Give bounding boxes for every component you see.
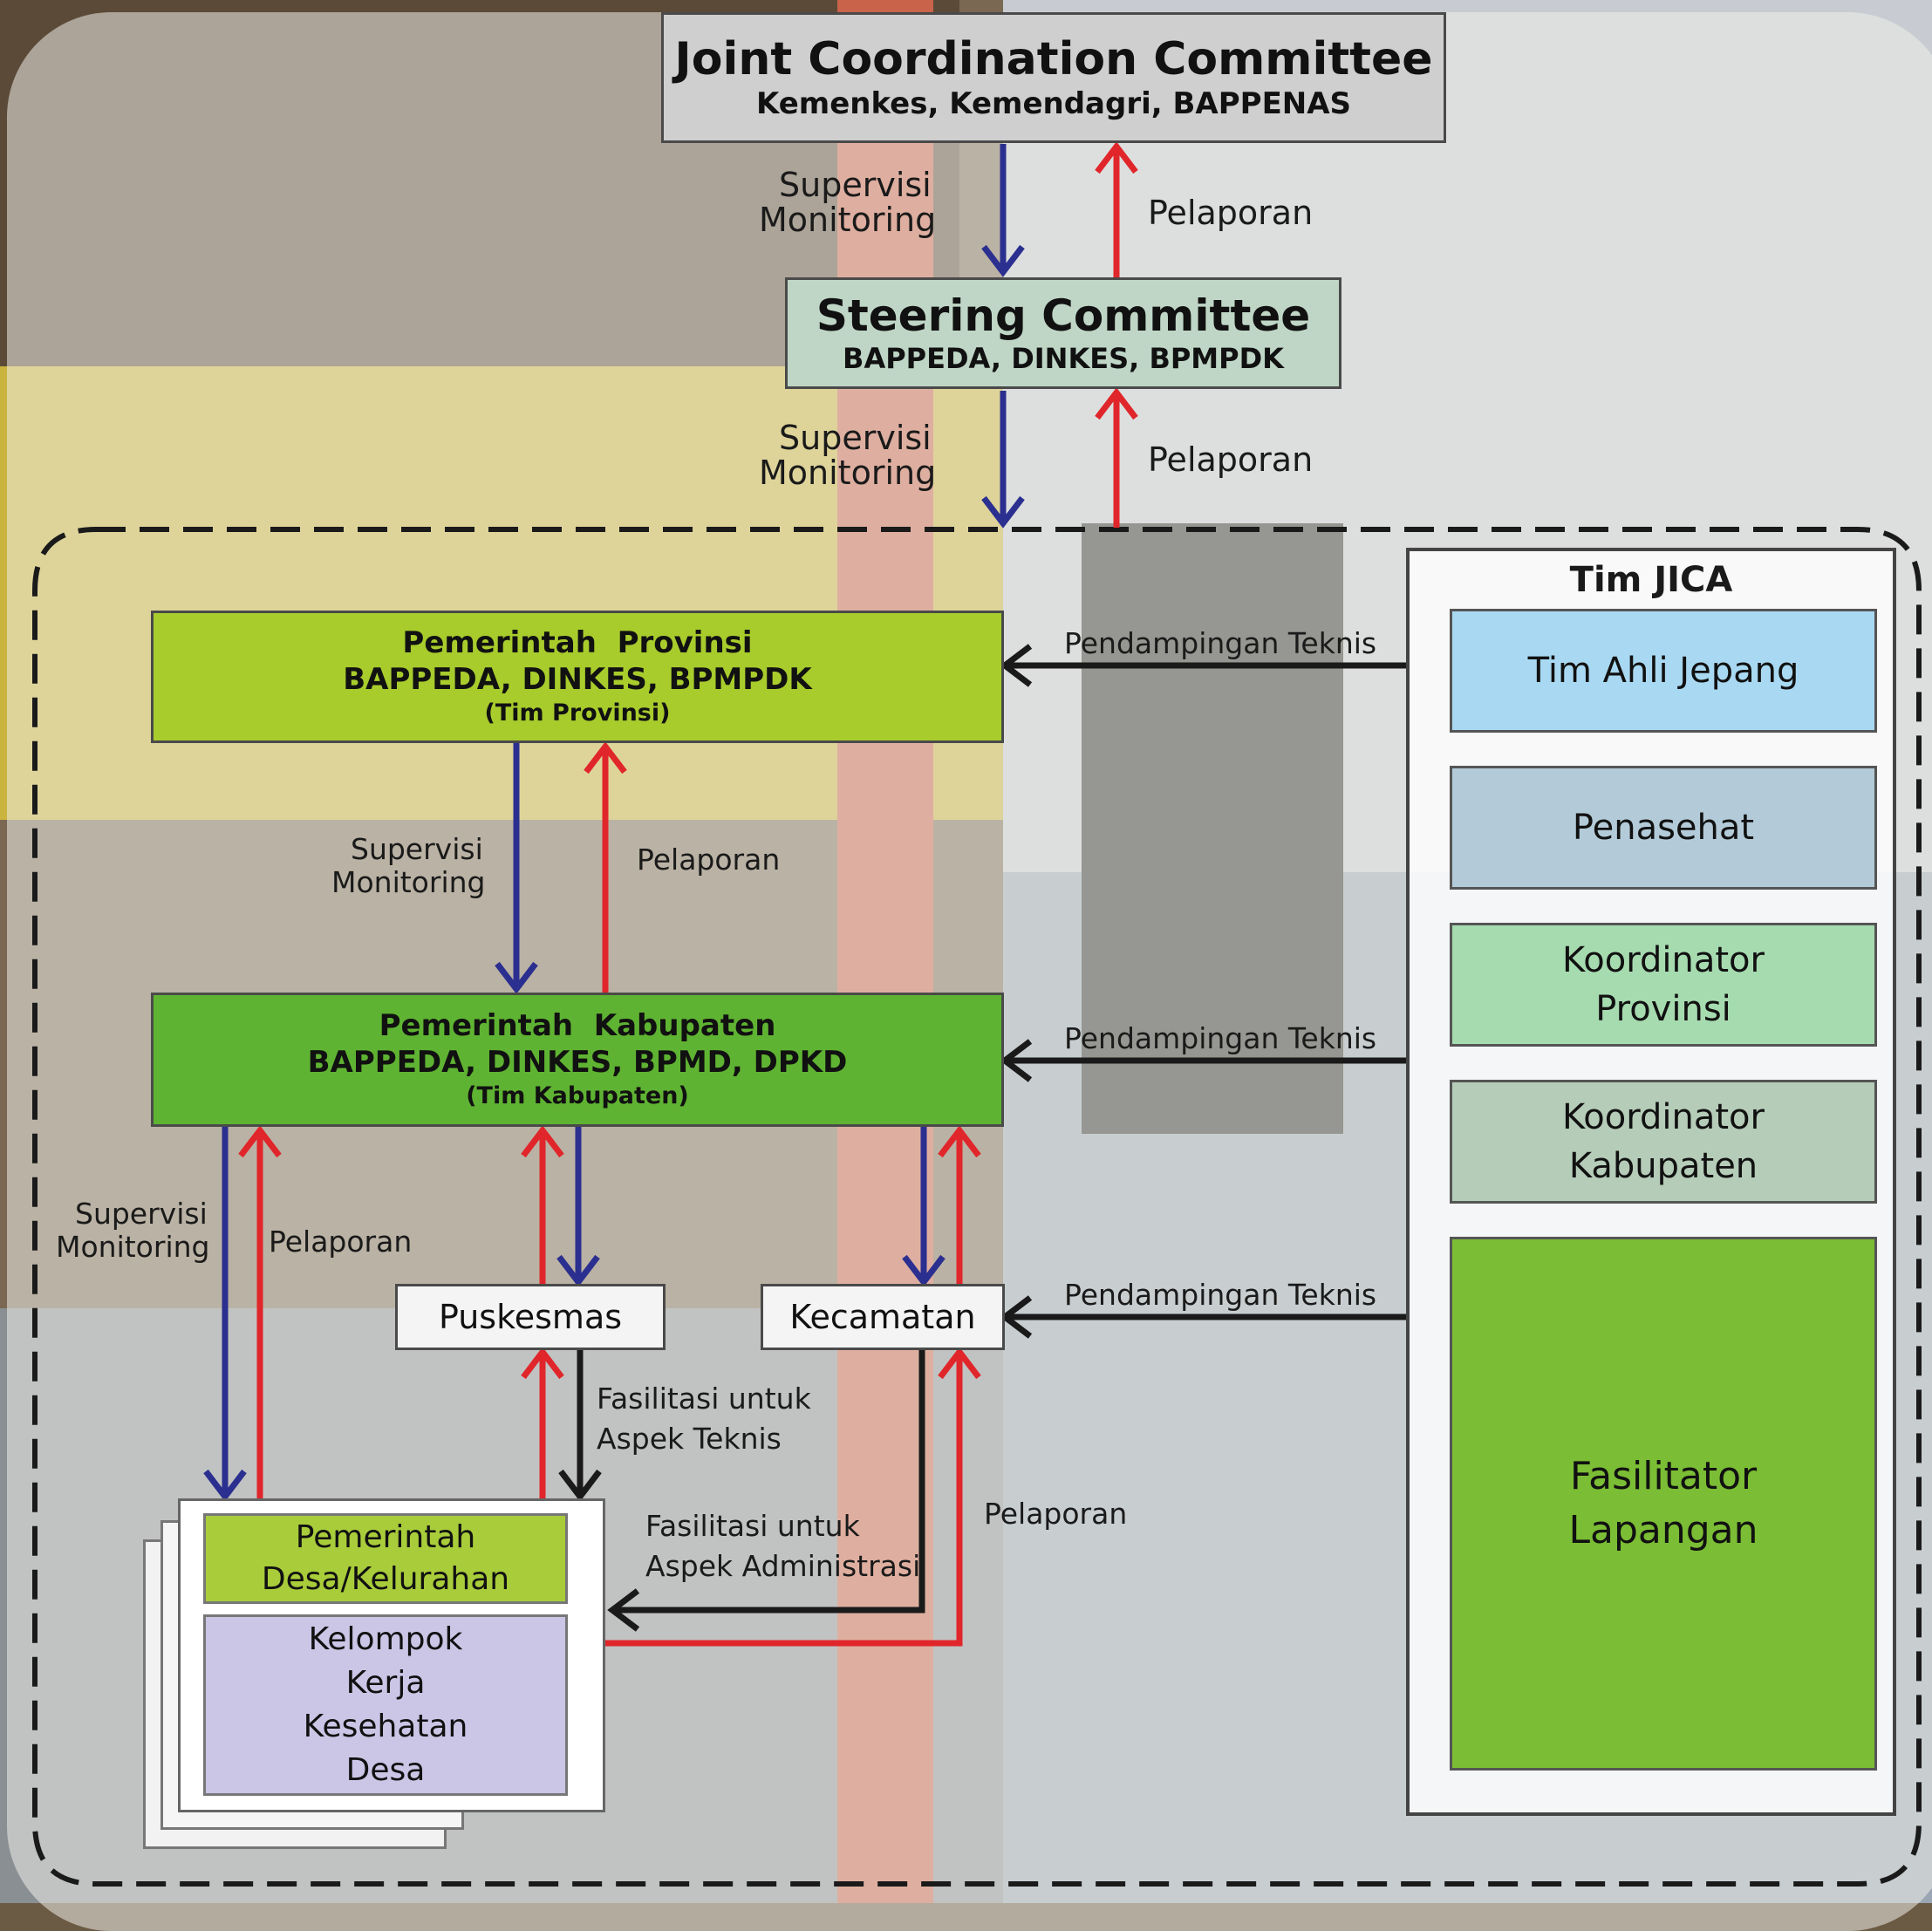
tim-jica-title: Tim JICA: [1569, 560, 1733, 600]
jcc-title: Joint Coordination Committee: [674, 33, 1433, 85]
label-pelaporan-1: Pelaporan: [1148, 194, 1314, 232]
puskesmas-box: Puskesmas: [395, 1284, 666, 1350]
label-fasilitasi-teknis-1: Fasilitasi untuk: [597, 1382, 811, 1416]
fasilitator-line-1: Fasilitator: [1569, 1454, 1758, 1498]
desa-line-2: Desa/Kelurahan: [261, 1561, 510, 1597]
arrow-supervisi-kabupaten-puskesmas: [556, 1127, 600, 1287]
label-supervisi-4: Supervisi: [75, 1197, 208, 1231]
label-pelaporan-3: Pelaporan: [637, 843, 781, 877]
label-monitoring-3: Monitoring: [331, 865, 486, 899]
label-pendampingan-1: Pendampingan Teknis: [1064, 626, 1377, 660]
arrow-supervisi-kabupaten-desa: [203, 1127, 247, 1502]
arrow-pendampingan-kecamatan: [1000, 1295, 1406, 1339]
arrow-pelaporan-boundary-steering: [1095, 387, 1138, 528]
penasehat-label: Penasehat: [1572, 808, 1755, 848]
desa-line-1: Pemerintah: [295, 1519, 476, 1555]
tim-ahli-jepang: Tim Ahli Jepang: [1450, 609, 1877, 733]
arrow-pelaporan-desa-kecamatan: [605, 1347, 981, 1647]
joint-coordination-committee: Joint Coordination Committee Kemenkes, K…: [661, 12, 1446, 143]
koord-prov-line-2: Provinsi: [1595, 989, 1731, 1029]
arrow-pendampingan-provinsi: [1000, 644, 1406, 687]
arrow-pelaporan-kecamatan-kabupaten: [938, 1125, 981, 1284]
koord-kab-line-2: Kabupaten: [1568, 1146, 1758, 1186]
label-pendampingan-2: Pendampingan Teknis: [1064, 1021, 1377, 1055]
pemerintah-kabupaten: Pemerintah Kabupaten BAPPEDA, DINKES, BP…: [151, 993, 1004, 1127]
puskesmas-label: Puskesmas: [438, 1298, 623, 1336]
steering-committee: Steering Committee BAPPEDA, DINKES, BPMP…: [785, 277, 1341, 389]
kecamatan-label: Kecamatan: [789, 1298, 976, 1336]
label-fasilitasi-admin-2: Aspek Administrasi: [645, 1549, 921, 1583]
jcc-members: Kemenkes, Kemendagri, BAPPENAS: [755, 86, 1352, 121]
label-monitoring-2: Monitoring: [759, 454, 937, 492]
arrow-pelaporan-desa-kabupaten: [238, 1125, 282, 1498]
fasilitator-lapangan: Fasilitator Lapangan: [1450, 1237, 1877, 1771]
label-pelaporan-5: Pelaporan: [984, 1497, 1128, 1531]
koordinator-kabupaten: Koordinator Kabupaten: [1450, 1080, 1877, 1204]
pokja-line-1: Kelompok: [308, 1621, 463, 1657]
label-monitoring-1: Monitoring: [759, 201, 937, 239]
penasehat: Penasehat: [1450, 766, 1877, 890]
arrow-pelaporan-kabupaten-provinsi: [584, 741, 627, 993]
arrow-pelaporan-desa-puskesmas: [521, 1347, 564, 1498]
provinsi-members: BAPPEDA, DINKES, BPMPDK: [343, 662, 812, 697]
pokja-line-2: Kerja: [345, 1665, 426, 1701]
label-pelaporan-2: Pelaporan: [1148, 440, 1314, 479]
arrow-pelaporan-steering-jcc: [1095, 141, 1138, 277]
provinsi-team: (Tim Provinsi): [484, 699, 671, 727]
label-supervisi-2: Supervisi: [779, 419, 932, 457]
label-fasilitasi-admin-1: Fasilitasi untuk: [645, 1509, 860, 1543]
kecamatan-box: Kecamatan: [761, 1284, 1005, 1350]
kabupaten-members: BAPPEDA, DINKES, BPMD, DPKD: [307, 1045, 848, 1080]
koord-kab-line-1: Koordinator: [1562, 1097, 1765, 1137]
project-boundary: [32, 527, 1922, 1887]
arrow-supervisi-provinsi-kabupaten: [495, 743, 538, 994]
label-fasilitasi-teknis-2: Aspek Teknis: [597, 1422, 782, 1456]
arrow-supervisi-jcc-steering: [981, 144, 1025, 277]
arrow-supervisi-steering-boundary: [981, 391, 1025, 529]
arrow-pelaporan-puskesmas-kabupaten: [521, 1125, 564, 1284]
arrow-fasilitasi-admin-kecamatan-desa: [607, 1350, 925, 1632]
fasilitator-line-2: Lapangan: [1568, 1508, 1758, 1552]
pemerintah-desa-kelurahan: Pemerintah Desa/Kelurahan: [203, 1513, 568, 1604]
koord-prov-line-1: Koordinator: [1562, 940, 1765, 980]
label-monitoring-4: Monitoring: [56, 1230, 210, 1264]
koordinator-provinsi: Koordinator Provinsi: [1450, 923, 1877, 1047]
steering-members: BAPPEDA, DINKES, BPMPDK: [843, 342, 1284, 375]
kabupaten-title: Pemerintah Kabupaten: [379, 1008, 776, 1043]
label-pendampingan-3: Pendampingan Teknis: [1064, 1278, 1377, 1312]
ahli-label: Tim Ahli Jepang: [1527, 651, 1799, 691]
arrow-fasilitasi-teknis-puskesmas-desa: [558, 1350, 602, 1502]
pokja-line-3: Kesehatan: [303, 1709, 468, 1744]
provinsi-title: Pemerintah Provinsi: [402, 625, 753, 660]
kelompok-kerja-kesehatan-desa: Kelompok Kerja Kesehatan Desa: [203, 1614, 568, 1796]
label-pelaporan-4: Pelaporan: [269, 1225, 413, 1259]
arrow-pendampingan-kabupaten: [1000, 1039, 1406, 1082]
arrow-supervisi-kabupaten-kecamatan: [902, 1127, 946, 1287]
label-supervisi-1: Supervisi: [779, 166, 932, 204]
label-supervisi-3: Supervisi: [351, 832, 483, 866]
steering-title: Steering Committee: [816, 290, 1311, 341]
kabupaten-team: (Tim Kabupaten): [466, 1082, 689, 1109]
pokja-line-4: Desa: [345, 1752, 426, 1788]
pemerintah-provinsi: Pemerintah Provinsi BAPPEDA, DINKES, BPM…: [151, 611, 1004, 743]
